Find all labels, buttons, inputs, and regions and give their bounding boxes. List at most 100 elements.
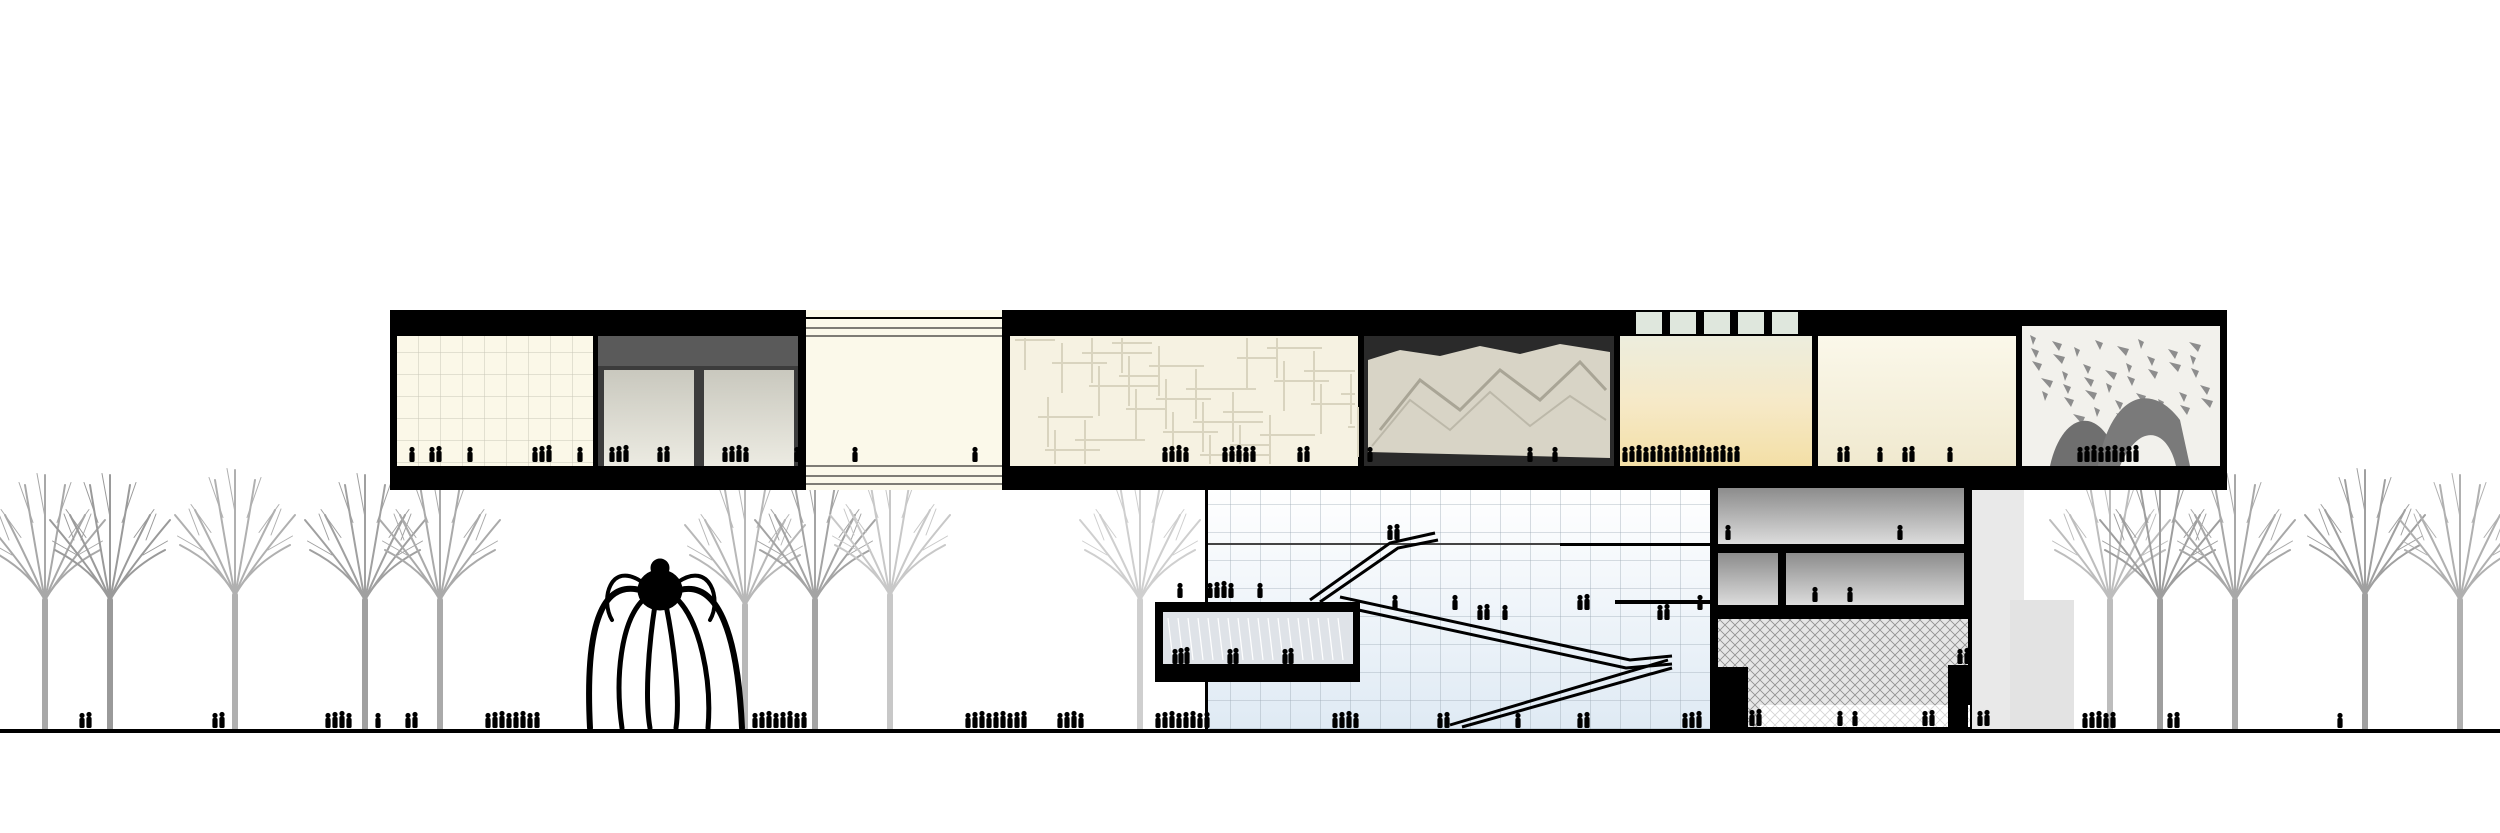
person-icon — [1664, 446, 1670, 462]
spider-sculpture-icon — [586, 558, 745, 731]
person-icon — [729, 445, 735, 462]
person-icon — [1000, 710, 1006, 728]
person-icon — [1169, 445, 1175, 462]
tree-icon — [304, 473, 426, 732]
person-icon — [1177, 582, 1183, 598]
person-icon — [1236, 444, 1242, 462]
person-icon — [972, 711, 978, 728]
person-icon — [1484, 603, 1490, 620]
person-icon — [766, 710, 772, 728]
cafe-light-line — [1297, 617, 1304, 661]
person-icon — [801, 711, 807, 728]
person-icon — [1947, 446, 1953, 462]
mobile-shard — [2191, 368, 2199, 378]
cafe-light-line — [1177, 617, 1184, 661]
person-icon — [657, 446, 663, 462]
person-icon — [520, 710, 526, 728]
mobile-shard — [2031, 348, 2039, 358]
person-icon — [1984, 709, 1990, 726]
person-icon — [1197, 712, 1203, 728]
tree-icon — [0, 473, 106, 732]
person-icon — [1685, 446, 1691, 462]
person-icon — [212, 712, 218, 728]
person-icon — [1057, 712, 1063, 728]
tree-icon — [829, 468, 951, 732]
person-icon — [1697, 594, 1703, 610]
person-icon — [2174, 711, 2180, 728]
mobile-shard — [2117, 346, 2129, 356]
mobile-shard — [2062, 371, 2068, 381]
person-icon — [2103, 712, 2109, 728]
plain-gallery — [1818, 336, 2016, 466]
person-icon — [1297, 446, 1303, 462]
person-icon — [1664, 603, 1670, 620]
mobile-shard — [2189, 342, 2201, 352]
mobile-shard — [2094, 407, 2100, 417]
person-icon — [1353, 712, 1359, 728]
person-icon — [979, 710, 985, 728]
person-icon — [1977, 710, 1983, 726]
person-icon — [1207, 582, 1213, 598]
mobile-shard — [2063, 384, 2071, 394]
person-icon — [1162, 711, 1168, 728]
mobile-shard — [2030, 335, 2036, 345]
mobile-shard — [2148, 369, 2158, 379]
person-icon — [1909, 445, 1915, 462]
mobile-shard — [2115, 400, 2123, 410]
person-icon — [1713, 445, 1719, 462]
person-icon — [1756, 708, 1762, 726]
person-icon — [1692, 445, 1698, 462]
person-icon — [1650, 445, 1656, 462]
person-icon — [664, 445, 670, 462]
person-icon — [1706, 446, 1712, 462]
person-icon — [325, 712, 331, 728]
tree-icon — [2099, 473, 2221, 732]
person-icon — [794, 446, 800, 462]
person-icon — [1214, 581, 1220, 598]
person-icon — [1332, 712, 1338, 728]
person-icon — [1671, 445, 1677, 462]
person-icon — [2091, 444, 2097, 462]
person-icon — [1657, 444, 1663, 462]
person-icon — [1742, 710, 1748, 726]
mobile-shard — [2064, 397, 2074, 407]
person-icon — [1897, 524, 1903, 540]
person-icon — [1155, 712, 1161, 728]
person-icon — [2077, 446, 2083, 462]
person-icon — [759, 711, 765, 728]
mobile-shard — [2053, 354, 2065, 364]
person-icon — [1577, 594, 1583, 610]
person-icon — [993, 711, 999, 728]
service-rooms — [1710, 480, 1972, 615]
person-icon — [1527, 446, 1533, 462]
mobile-shard — [2041, 378, 2053, 388]
person-icon — [1962, 709, 1968, 726]
person-icon — [1452, 594, 1458, 610]
mobile-shard — [2032, 361, 2042, 371]
person-icon — [1250, 445, 1256, 462]
person-icon — [1844, 445, 1850, 462]
person-icon — [2082, 712, 2088, 728]
cafe-light-line — [1227, 617, 1234, 661]
person-icon — [1964, 647, 1970, 664]
person-icon — [1162, 446, 1168, 462]
person-icon — [1184, 646, 1190, 664]
mobile-shard — [2074, 347, 2080, 357]
person-icon — [2098, 446, 2104, 462]
tree-icon — [2304, 468, 2426, 732]
person-icon — [1682, 712, 1688, 728]
person-icon — [1346, 710, 1352, 728]
person-icon — [405, 712, 411, 728]
mobile-shard — [2200, 385, 2210, 395]
person-icon — [79, 712, 85, 728]
person-icon — [1957, 648, 1963, 664]
mobile-shard — [2179, 392, 2187, 402]
person-icon — [485, 712, 491, 728]
mobile-shard — [2095, 340, 2103, 350]
cafe-light-line — [1207, 617, 1214, 661]
person-icon — [499, 710, 505, 728]
mobile-shard — [2201, 398, 2213, 408]
mobile-shard — [2169, 362, 2181, 372]
person-icon — [972, 446, 978, 462]
mobile-shard — [2085, 390, 2097, 400]
